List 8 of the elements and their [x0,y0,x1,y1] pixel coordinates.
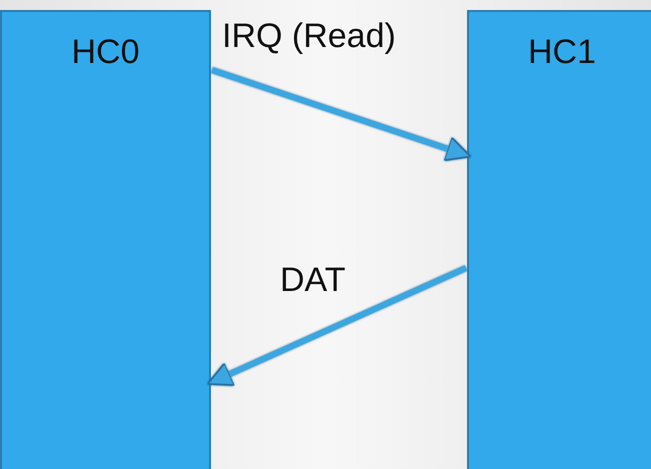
edge-label: DAT [280,262,346,300]
edge-label: IRQ (Read) [222,18,396,56]
process-box [467,10,651,469]
arrow [206,265,468,386]
box-label: HC0 [71,34,140,72]
process-box [0,10,211,469]
arrow [211,67,472,162]
box-label: HC1 [528,34,596,72]
